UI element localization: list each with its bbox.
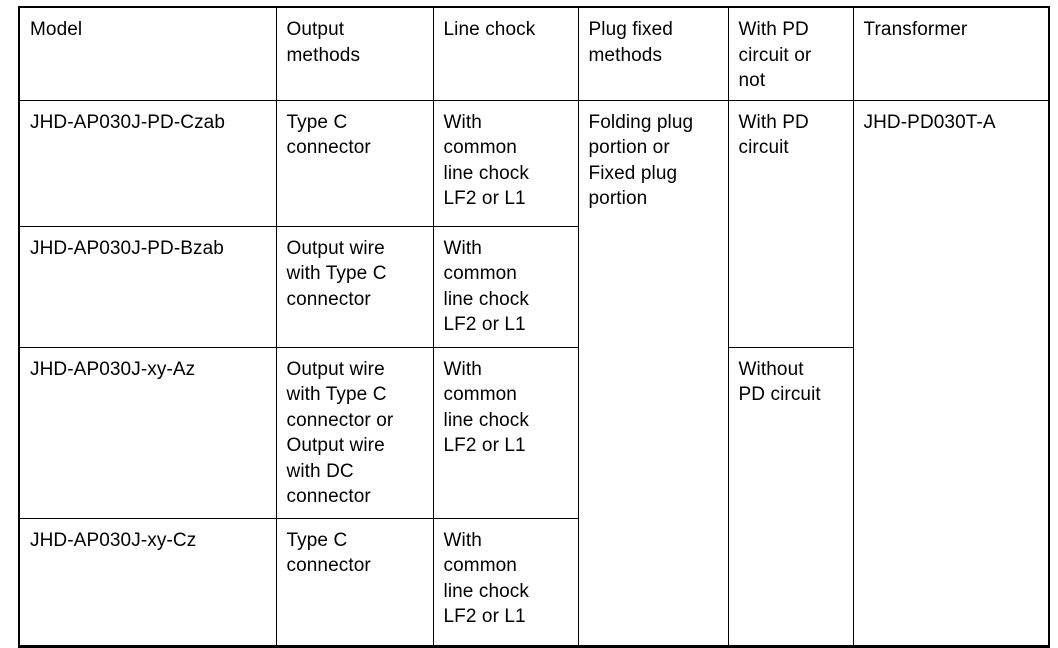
- cell-transformer-merged: JHD-PD030T-A: [852, 99, 1050, 647]
- cell-model: JHD-AP030J-PD-Bzab: [18, 225, 277, 348]
- column-header-output-methods-label: Output methods: [286, 19, 361, 66]
- column-header-with-pd-circuit-or-not: With PD circuit or not: [727, 6, 854, 101]
- cell-model-value: JHD-AP030J-xy-Az: [30, 358, 196, 380]
- cell-output-methods: Type C connector: [275, 517, 434, 647]
- cell-output-methods-value: Output wire with Type C connector: [286, 237, 387, 310]
- cell-output-methods-value: Output wire with Type C connector or Out…: [286, 358, 394, 508]
- table-row: JHD-AP030J-PD-Czab Type C connector With…: [18, 99, 1050, 647]
- table-row: JHD-AP030J-xy-Az Output wire with Type C…: [18, 346, 1049, 647]
- cell-plug-fixed-methods-value: Folding plug portion or Fixed plug porti…: [588, 111, 694, 210]
- cell-with-pd-circuit-merged: With PD circuit: [727, 99, 854, 348]
- column-header-transformer: Transformer: [852, 6, 1050, 101]
- cell-model-value: JHD-AP030J-xy-Cz: [30, 529, 197, 551]
- cell-transformer-value: JHD-PD030T-A: [863, 111, 996, 133]
- table-row: JHD-AP030J-PD-Bzab Output wire with Type…: [18, 225, 1049, 348]
- cell-line-chock-value: With common line chock LF2 or L1: [443, 358, 529, 457]
- cell-line-chock-value: With common line chock LF2 or L1: [443, 529, 529, 628]
- column-header-line-chock-label: Line chock: [443, 19, 536, 40]
- cell-with-pd-circuit-value: With PD circuit: [738, 111, 809, 159]
- cell-model-value: JHD-AP030J-PD-Bzab: [30, 237, 224, 259]
- cell-without-pd-circuit-value: Without PD circuit: [738, 358, 821, 406]
- cell-line-chock: With common line chock LF2 or L1: [432, 99, 579, 227]
- cell-without-pd-circuit-merged: Without PD circuit: [727, 346, 854, 647]
- cell-line-chock: With common line chock LF2 or L1: [432, 346, 579, 519]
- cell-line-chock: With common line chock LF2 or L1: [432, 225, 579, 348]
- column-header-plug-fixed-methods-label: Plug fixed methods: [588, 19, 673, 66]
- cell-model: JHD-AP030J-xy-Cz: [18, 517, 277, 647]
- column-header-model-label: Model: [30, 19, 83, 40]
- column-header-line-chock: Line chock: [432, 6, 579, 101]
- column-header-transformer-label: Transformer: [863, 19, 968, 40]
- cell-model-value: JHD-AP030J-PD-Czab: [30, 111, 226, 133]
- column-header-with-pd-circuit-or-not-label: With PD circuit or not: [738, 19, 812, 91]
- table-row: JHD-AP030J-xy-Cz Type C connector With c…: [18, 517, 1049, 647]
- cell-plug-fixed-methods-merged: Folding plug portion or Fixed plug porti…: [577, 99, 729, 647]
- cell-model: JHD-AP030J-PD-Czab: [18, 99, 277, 227]
- cell-output-methods: Output wire with Type C connector: [275, 225, 434, 348]
- table-header-row: Model Output methods Line chock Plug fix…: [18, 6, 1050, 101]
- cell-line-chock-value: With common line chock LF2 or L1: [443, 111, 529, 210]
- model-specification-table: Model Output methods Line chock Plug fix…: [18, 6, 1050, 648]
- cell-output-methods-value: Type C connector: [286, 529, 371, 577]
- cell-output-methods: Output wire with Type C connector or Out…: [275, 346, 434, 519]
- spec-table-container: Model Output methods Line chock Plug fix…: [18, 6, 1050, 648]
- column-header-model: Model: [18, 6, 277, 101]
- column-header-plug-fixed-methods: Plug fixed methods: [577, 6, 729, 101]
- cell-model: JHD-AP030J-xy-Az: [18, 346, 277, 519]
- cell-output-methods: Type C connector: [275, 99, 434, 227]
- cell-line-chock-value: With common line chock LF2 or L1: [443, 237, 529, 336]
- column-header-output-methods: Output methods: [275, 6, 434, 101]
- cell-output-methods-value: Type C connector: [286, 111, 371, 159]
- cell-line-chock: With common line chock LF2 or L1: [432, 517, 579, 647]
